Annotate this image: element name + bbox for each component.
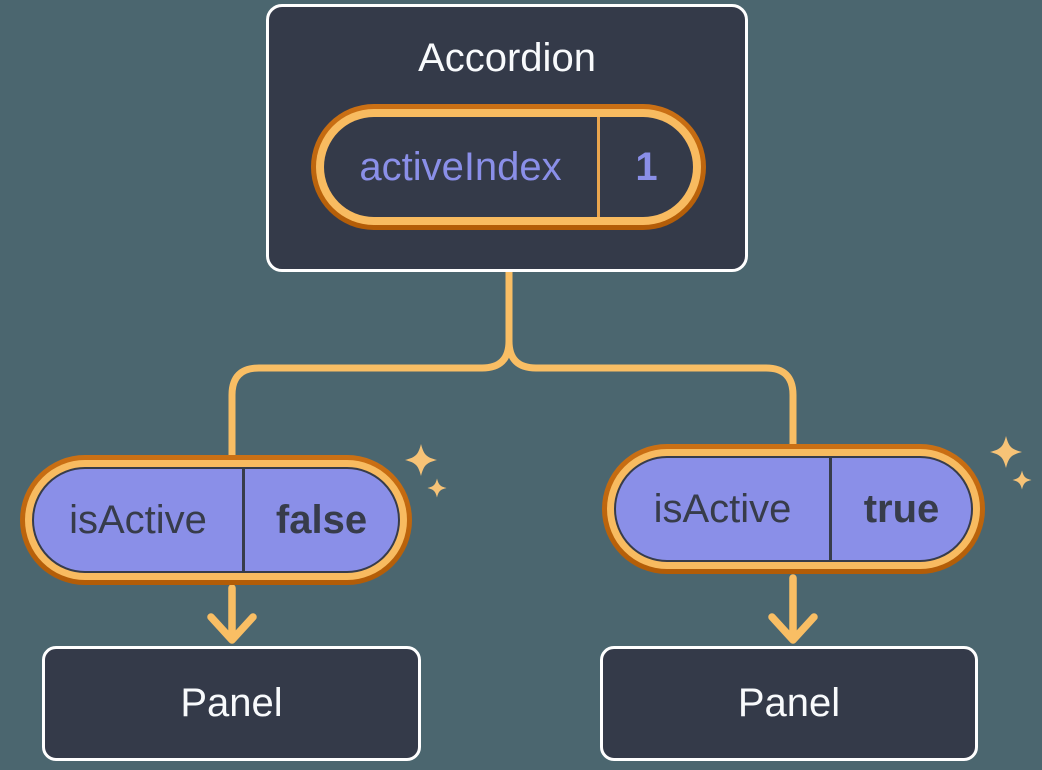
state-value: false [275, 498, 368, 542]
pill-divider [829, 458, 832, 560]
pill-divider [597, 117, 600, 217]
connector-accordion-to-left-pill [228, 266, 513, 463]
connector-accordion-to-right-pill [505, 266, 797, 452]
sparkle-icon [990, 436, 1022, 468]
state-label: isActive [653, 487, 792, 531]
state-pill-body: isActive true [614, 456, 973, 562]
arrow-down-icon [768, 574, 818, 644]
state-value: 1 [635, 145, 658, 189]
arrow-down-icon [207, 584, 257, 644]
panel-node-left: Panel [42, 646, 421, 761]
pill-divider [242, 469, 245, 571]
sparkle-icon [405, 444, 437, 476]
state-pill-gold-ring: activeIndex 1 [316, 109, 701, 225]
panel-node-right: Panel [600, 646, 978, 761]
state-value: true [863, 487, 940, 531]
state-label: isActive [69, 498, 207, 542]
state-label: activeIndex [359, 145, 562, 189]
sparkle-icon [1012, 470, 1032, 490]
accordion-node-title: Accordion [418, 36, 596, 80]
state-pill-activeindex: activeIndex 1 [311, 104, 706, 230]
state-pill-body: activeIndex 1 [324, 117, 693, 217]
sparkle-icon [427, 478, 447, 498]
state-pill-isactive-left: isActive false [20, 455, 412, 585]
state-pill-isactive-right: isActive true [602, 444, 985, 574]
state-pill-gold-ring: isActive true [607, 449, 980, 569]
state-pill-body: isActive false [32, 467, 400, 573]
state-pill-gold-ring: isActive false [25, 460, 407, 580]
